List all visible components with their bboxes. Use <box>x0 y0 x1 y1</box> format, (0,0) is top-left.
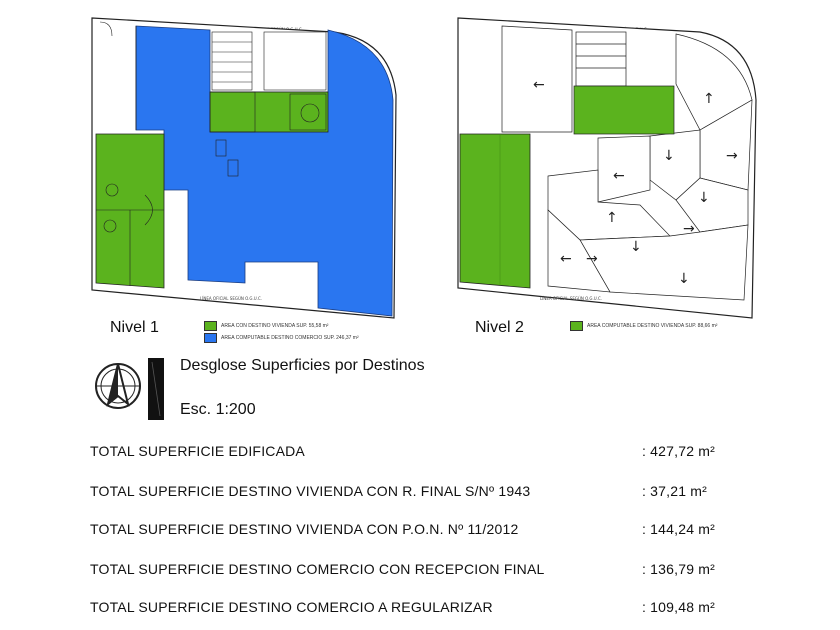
level2-floor-plan: LÍNEA DE CIERRE SEGÚN O.G.U.C. ← ↑ → ↓ ←… <box>457 17 757 319</box>
svg-text:↓: ↓ <box>663 148 675 164</box>
level2-legend-housing: AREA COMPUTABLE DESTINO VIVIENDA SUP. 88… <box>570 321 717 331</box>
green-swatch <box>204 321 217 331</box>
svg-text:←: ← <box>533 77 545 93</box>
level2-slope-arrows: ← ↑ → ↓ ← ↓ ↑ → ↓ ← → ↓ <box>533 77 738 287</box>
level2-label: Nivel 2 <box>475 319 524 336</box>
legend-text: AREA COMPUTABLE DESTINO COMERCIO SUP. 24… <box>221 335 359 341</box>
svg-text:→: → <box>726 148 738 164</box>
svg-text:→: → <box>586 251 598 267</box>
svg-text:↓: ↓ <box>630 239 642 255</box>
level1-street-bottom-label: LÍNEA OFICIAL SEGÚN O.G.U.C. <box>200 296 262 301</box>
total-value: : 144,24 m² <box>642 521 716 537</box>
total-label: TOTAL SUPERFICIE DESTINO COMERCIO CON RE… <box>90 561 545 577</box>
svg-text:↑: ↑ <box>703 91 715 107</box>
svg-text:↓: ↓ <box>698 190 710 206</box>
level1-stairs <box>211 31 327 91</box>
level1-floor-plan: LÍNEA DE CIERRE SEGÚN O.G.U.C. LÍNEA OFI… <box>91 17 397 319</box>
total-value: : 37,21 m² <box>642 483 708 499</box>
total-label: TOTAL SUPERFICIE DESTINO VIVIENDA CON R.… <box>90 483 531 499</box>
scale-label: Esc. 1:200 <box>180 401 256 418</box>
page-title: Desglose Superficies por Destinos <box>180 357 425 374</box>
total-label: TOTAL SUPERFICIE DESTINO COMERCIO A REGU… <box>90 599 493 615</box>
level2-street-bottom-label: LÍNEA OFICIAL SEGÚN O.G.U.C. <box>540 296 602 301</box>
svg-text:↓: ↓ <box>678 271 690 287</box>
legend-text: AREA COMPUTABLE DESTINO VIVIENDA SUP. 88… <box>587 323 718 329</box>
level2-housing-area <box>459 133 531 289</box>
legend-text: AREA CON DESTINO VIVIENDA SUP. 55,58 m² <box>221 323 329 329</box>
level1-legend-commerce: AREA COMPUTABLE DESTINO COMERCIO SUP. 24… <box>204 333 359 343</box>
total-value: : 427,72 m² <box>642 443 716 459</box>
total-label: TOTAL SUPERFICIE DESTINO VIVIENDA CON P.… <box>90 521 519 537</box>
green-swatch <box>570 321 583 331</box>
level1-label: Nivel 1 <box>110 319 159 336</box>
total-value: : 136,79 m² <box>642 561 716 577</box>
svg-text:←: ← <box>613 168 625 184</box>
svg-text:→: → <box>683 221 695 237</box>
level1-legend-housing: AREA CON DESTINO VIVIENDA SUP. 55,58 m² <box>204 321 328 331</box>
level1-commerce-area <box>135 25 394 317</box>
blue-swatch <box>204 333 217 343</box>
total-value: : 109,48 m² <box>642 599 716 615</box>
level2-housing-core <box>573 85 675 135</box>
level1-housing-core <box>209 91 329 133</box>
north-arrow-icon <box>95 358 164 420</box>
svg-text:←: ← <box>560 251 572 267</box>
svg-text:↑: ↑ <box>606 210 618 226</box>
total-label: TOTAL SUPERFICIE EDIFICADA <box>90 443 305 459</box>
